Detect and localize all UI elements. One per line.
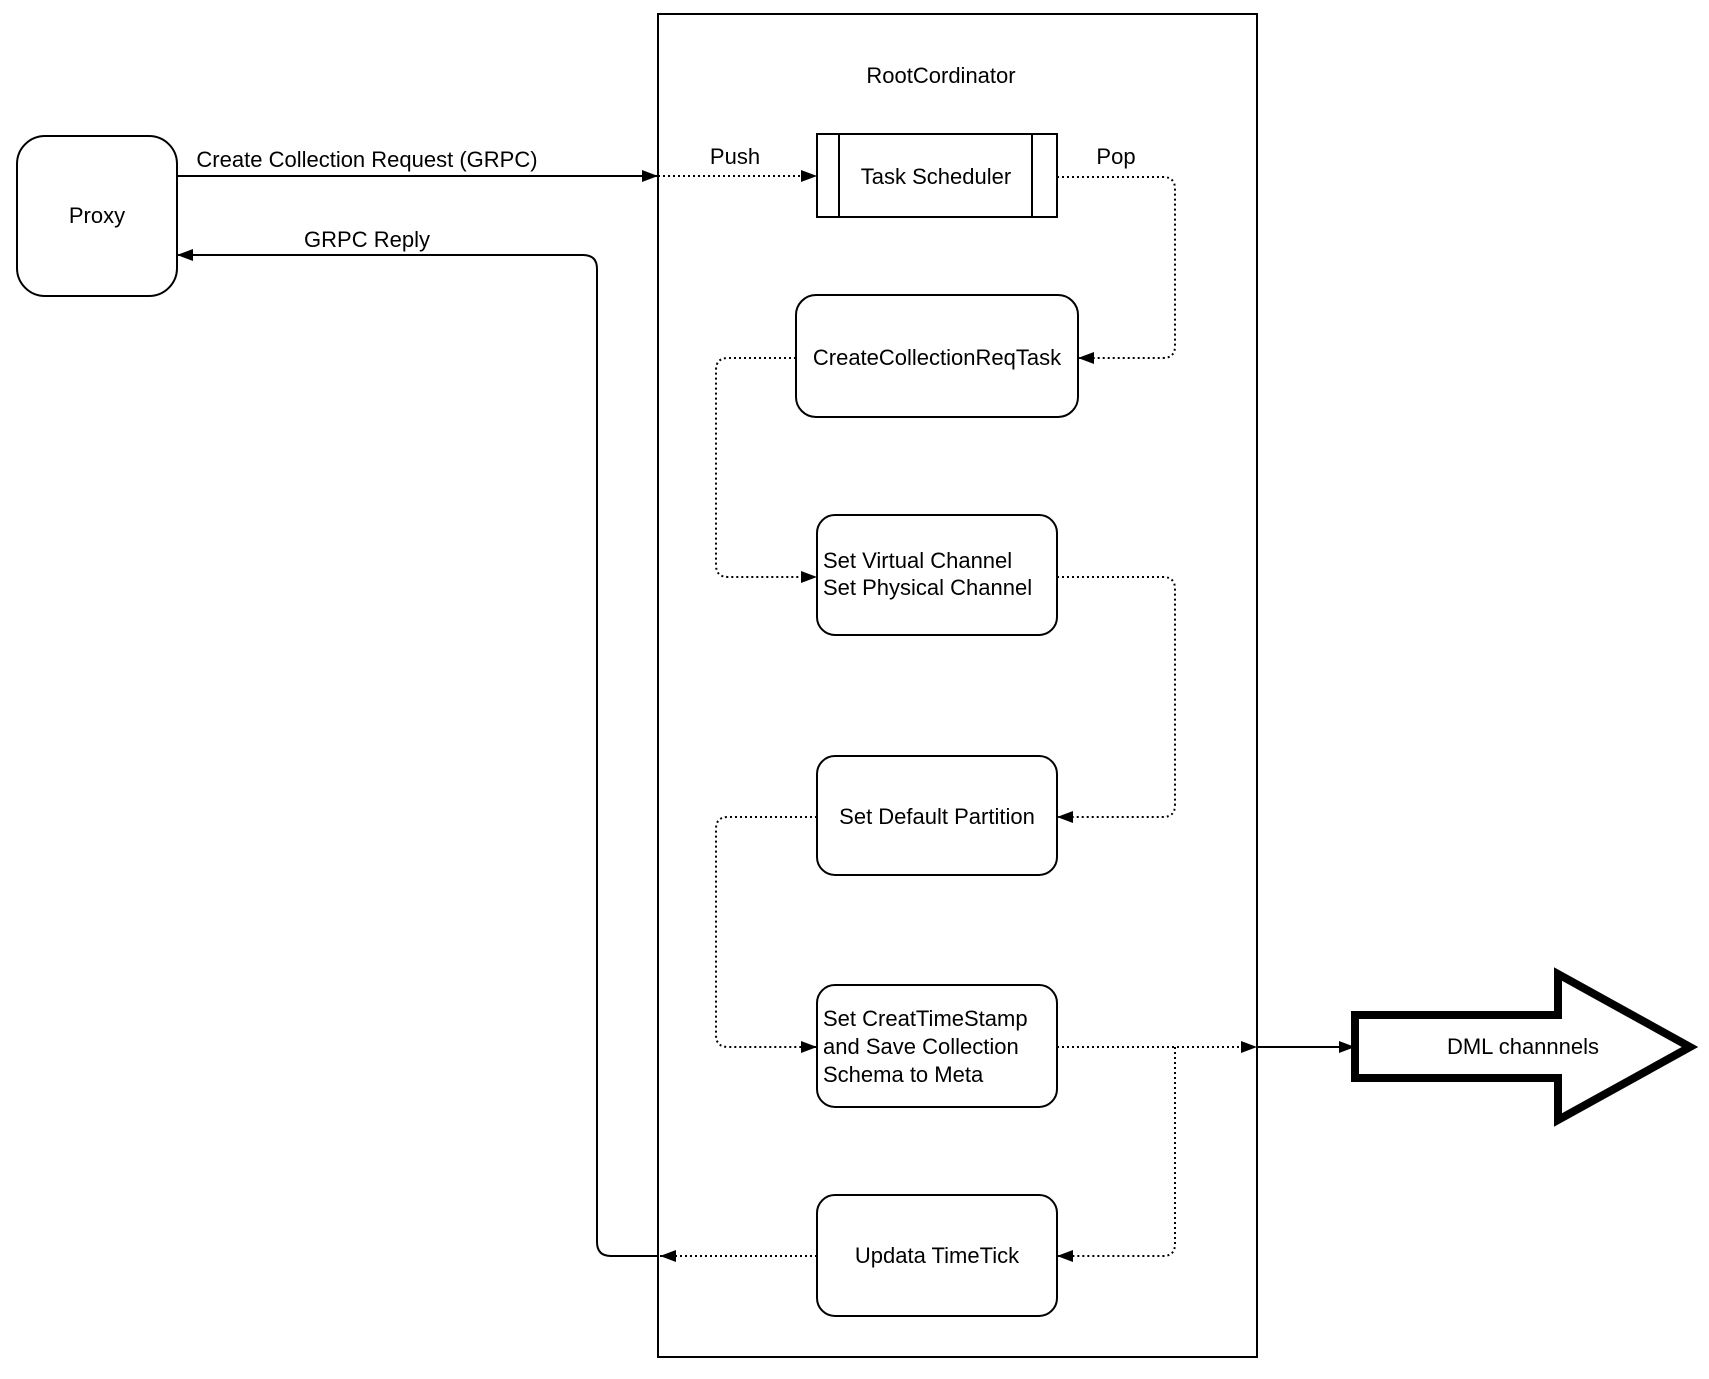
edge-timestamp-to-timetick	[1057, 1047, 1176, 1262]
create-collection-req-task-label: CreateCollectionReqTask	[813, 345, 1062, 370]
task-scheduler-label: Task Scheduler	[861, 164, 1011, 189]
edge-pop-label: Pop	[1096, 144, 1135, 169]
set-channel-node: Set Virtual Channel Set Physical Channel	[816, 514, 1058, 636]
edge-push-label: Push	[710, 144, 760, 169]
set-channel-line1: Set Virtual Channel	[823, 548, 1012, 573]
set-timestamp-node: Set CreatTimeStamp and Save Collection S…	[816, 984, 1058, 1108]
set-timestamp-line1: Set CreatTimeStamp	[823, 1006, 1028, 1031]
task-scheduler-node: Task Scheduler	[816, 133, 1058, 218]
edge-grpc-reply-label: GRPC Reply	[304, 227, 430, 252]
create-collection-req-task-node	[795, 294, 1079, 418]
dml-channels-arrow	[1351, 967, 1699, 1127]
edge-pop	[1057, 176, 1176, 364]
proxy-label: Proxy	[69, 203, 125, 228]
proxy-node	[16, 135, 178, 297]
rootcoordinator-container	[657, 13, 1258, 1358]
dml-channels-label: DML channnels	[1447, 1034, 1599, 1059]
set-default-partition-label: Set Default Partition	[839, 804, 1035, 829]
edge-partition-to-timestamp	[715, 816, 817, 1053]
edge-reqtask-to-setchannel	[715, 357, 817, 583]
edge-grpc-reply	[177, 249, 658, 1257]
update-timetick-label: Updata TimeTick	[855, 1243, 1020, 1268]
set-timestamp-line3: Schema to Meta	[823, 1062, 984, 1087]
edge-setchannel-to-partition	[1057, 576, 1176, 823]
set-default-partition-node	[816, 755, 1058, 876]
set-channel-line2: Set Physical Channel	[823, 575, 1032, 600]
set-timestamp-line2: and Save Collection	[823, 1034, 1019, 1059]
edge-create-collection-request-label: Create Collection Request (GRPC)	[196, 147, 537, 172]
rootcoordinator-title: RootCordinator	[866, 63, 1015, 88]
